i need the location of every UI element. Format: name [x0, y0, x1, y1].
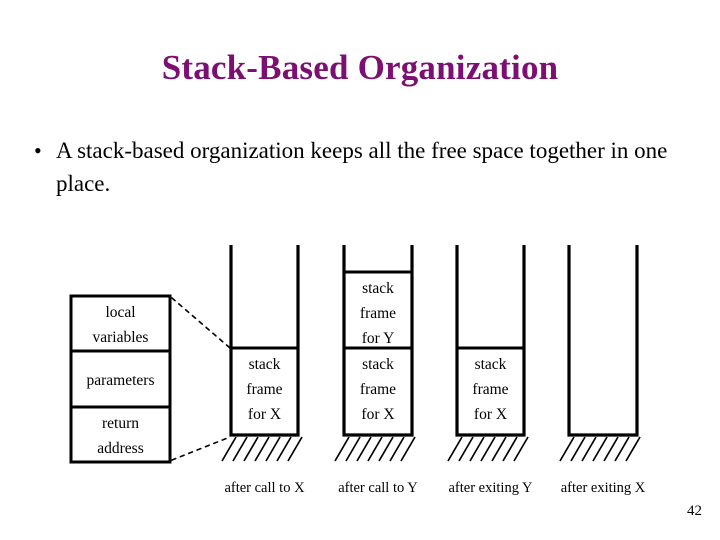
stack-column-1: stack frame for Y stack frame for X aft [334, 245, 418, 496]
stack-frame-1-0-line2: frame [360, 305, 396, 322]
stack-column-3: after exiting X [559, 245, 646, 496]
page-number: 42 [687, 503, 702, 519]
bullet-text: A stack-based organization keeps all the… [56, 138, 668, 196]
frame-detail-box: local variables parameters return addres… [69, 294, 172, 464]
frame-detail-cell-0-line2: variables [93, 329, 149, 346]
stack-column-0: stack frame for X after call to X [221, 245, 305, 496]
frame-detail-cell-0-line1: local [105, 304, 135, 321]
frame-detail-cell-2-line1: return [102, 415, 139, 432]
stack-frame-0-0-line3: for X [248, 406, 281, 423]
stack-frame-0-0-line1: stack [249, 356, 281, 373]
page-title: Stack-Based Organization [161, 48, 559, 87]
stack-frame-2-0-line2: frame [472, 381, 508, 398]
stack-column-1-caption: after call to Y [338, 480, 418, 496]
stack-container-2 [455, 245, 526, 437]
stack-container-0 [229, 245, 300, 437]
stack-container-1 [342, 245, 414, 437]
stack-frame-1-0-line3: for Y [362, 330, 395, 347]
callout-connectors [171, 297, 231, 461]
stack-frame-1-1-line1: stack [362, 356, 394, 373]
frame-detail-outline [69, 294, 172, 464]
stack-frame-0-0-line2: frame [246, 381, 282, 398]
bullet-list: • A stack-based organization keeps all t… [34, 134, 684, 200]
callout-line-bottom [171, 436, 231, 461]
ground-hatch-3 [559, 436, 641, 462]
stack-column-2: stack frame for X after exiting Y [447, 245, 533, 496]
stack-column-3-caption: after exiting X [561, 480, 646, 496]
stack-frame-2-0-line1: stack [475, 356, 507, 373]
ground-hatch-1 [334, 436, 416, 462]
frame-detail-cell-1-line1: parameters [87, 372, 155, 389]
callout-line-top [171, 297, 231, 349]
bullet-marker-icon: • [34, 138, 42, 163]
stack-frame-2-0-line3: for X [474, 406, 507, 423]
stack-frame-1-1-line3: for X [361, 406, 394, 423]
stack-frame-1-0-line1: stack [362, 280, 394, 297]
list-item: • A stack-based organization keeps all t… [34, 134, 684, 200]
ground-hatch-2 [447, 436, 529, 462]
frame-detail-cell-2-line2: address [97, 440, 144, 457]
stack-frame-1-1-line2: frame [360, 381, 396, 398]
ground-hatch-0 [221, 436, 303, 462]
stack-column-0-caption: after call to X [224, 480, 305, 496]
stack-container-3 [567, 245, 639, 437]
stack-column-2-caption: after exiting Y [448, 480, 533, 496]
